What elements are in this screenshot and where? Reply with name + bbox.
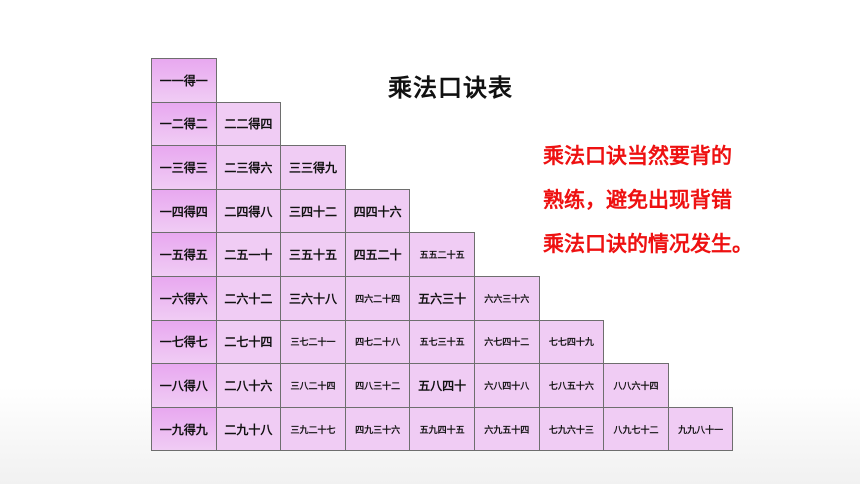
table-cell: 三七二十一 xyxy=(280,319,346,365)
table-cell: 六八四十八 xyxy=(474,363,540,408)
table-cell: 六九五十四 xyxy=(474,406,540,452)
table-cell: 一六得六 xyxy=(151,276,217,321)
table-cell: 一四得四 xyxy=(151,188,217,234)
table-cell: 二二得四 xyxy=(215,101,282,147)
note-text: 乘法口诀当然要背的 熟练，避免出现背错 乘法口诀的情况发生。 xyxy=(543,134,843,266)
table-cell: 二八十六 xyxy=(215,363,282,408)
table-cell: 二五一十 xyxy=(215,232,282,277)
table-cell: 八九七十二 xyxy=(603,406,669,452)
table-cell: 三六十八 xyxy=(280,276,346,321)
table-cell: 六七四十二 xyxy=(474,319,540,365)
table-cell: 一七得七 xyxy=(151,319,217,365)
table-cell: 一一得一 xyxy=(151,58,217,103)
table-cell: 四六二十四 xyxy=(344,276,411,321)
note-line: 熟练，避免出现背错 xyxy=(543,188,732,212)
table-cell: 五七三十五 xyxy=(409,319,475,365)
page-title: 乘法口诀表 xyxy=(388,74,513,102)
table-cell: 一二得二 xyxy=(151,101,217,147)
table-cell: 三八二十四 xyxy=(280,363,346,408)
note-line: 乘法口诀当然要背的 xyxy=(543,144,732,168)
table-cell: 二六十二 xyxy=(215,276,282,321)
table-cell: 四五二十 xyxy=(344,232,411,277)
table-cell: 七八五十六 xyxy=(538,363,605,408)
table-cell: 二四得八 xyxy=(215,188,282,234)
table-cell: 三五十五 xyxy=(280,232,346,277)
table-cell: 八八六十四 xyxy=(603,363,669,408)
table-cell: 四四十六 xyxy=(344,188,411,234)
table-cell: 一九得九 xyxy=(151,406,217,452)
table-cell: 五八四十 xyxy=(409,363,475,408)
table-cell: 五五二十五 xyxy=(409,232,475,277)
table-cell: 四八三十二 xyxy=(344,363,411,408)
table-cell: 三九二十七 xyxy=(280,406,346,452)
table-cell: 二九十八 xyxy=(215,406,282,452)
table-cell: 六六三十六 xyxy=(474,276,540,321)
table-cell: 二七十四 xyxy=(215,319,282,365)
table-cell: 五九四十五 xyxy=(409,406,475,452)
table-cell: 七七四十九 xyxy=(538,319,605,365)
table-cell: 一五得五 xyxy=(151,232,217,277)
table-cell: 三三得九 xyxy=(280,145,346,190)
table-cell: 三四十二 xyxy=(280,188,346,234)
table-cell: 一八得八 xyxy=(151,363,217,408)
note-line: 乘法口诀的情况发生。 xyxy=(543,232,753,256)
table-cell: 五六三十 xyxy=(409,276,475,321)
table-cell: 二三得六 xyxy=(215,145,282,190)
table-cell: 七九六十三 xyxy=(538,406,605,452)
table-cell: 一三得三 xyxy=(151,145,217,190)
table-cell: 四七二十八 xyxy=(344,319,411,365)
table-cell: 九九八十一 xyxy=(667,406,734,452)
table-cell: 四九三十六 xyxy=(344,406,411,452)
